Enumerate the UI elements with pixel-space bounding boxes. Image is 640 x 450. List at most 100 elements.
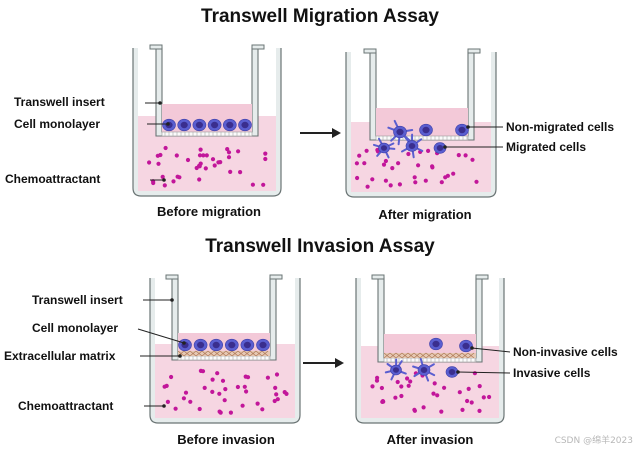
matrix-fiber (255, 350, 263, 357)
chemoattractant-dot (147, 160, 152, 165)
chemoattractant-dots (354, 147, 479, 189)
chemoattractant-dots (162, 368, 289, 415)
chemoattractant-dot (466, 386, 471, 391)
matrix-fiber (467, 352, 475, 359)
chemoattractant-dot (451, 171, 456, 176)
callout-cell-monolayer-tip (182, 341, 186, 345)
chemoattractant-dot (406, 383, 411, 388)
chemoattractant-dot (197, 153, 203, 158)
chemoattractant-dot (408, 379, 413, 384)
chemoattractant-dot (156, 161, 161, 166)
chemoattractant-dot (165, 399, 170, 404)
invasion-assay-title: Transwell Invasion Assay (205, 236, 435, 257)
chemoattractant-dot (202, 385, 207, 390)
callout-non-migrated-cells-tip (466, 125, 470, 129)
chemoattractant-dot (210, 377, 215, 382)
chemoattractant-dot (265, 375, 270, 380)
chemoattractant-dot (210, 389, 215, 394)
matrix-fiber (455, 352, 463, 359)
insert-rim (269, 274, 283, 280)
callout-cell-monolayer-tip (166, 122, 170, 126)
matrix-fiber (237, 350, 245, 357)
chemoattractant-dot (204, 153, 209, 158)
cell (412, 358, 436, 382)
chemoattractant-dot (228, 410, 233, 415)
chemoattractant-dot (217, 391, 222, 396)
membrane-strip (161, 131, 253, 137)
matrix-fiber (431, 352, 439, 359)
matrix-fiber (437, 352, 445, 359)
chemoattractant-dot (163, 145, 168, 151)
cell-nucleus (432, 340, 440, 348)
chemoattractant-dot (158, 152, 163, 158)
matrix-fiber (395, 352, 403, 359)
chemoattractant-dot (412, 407, 417, 412)
cell-nucleus (212, 341, 220, 349)
label-invasive-cells: Invasive cells (513, 366, 591, 380)
chemoattractant-dot (260, 407, 265, 412)
chemoattractant-dot (406, 151, 411, 157)
chemoattractant-dot (379, 385, 384, 391)
matrix-fiber (195, 350, 203, 357)
callout-invasive-cells (457, 371, 511, 374)
chemoattractant-dot (457, 390, 462, 395)
chemoattractant-dot (412, 175, 417, 180)
cell-nucleus (436, 145, 444, 151)
cell (455, 123, 469, 137)
chemoattractant-dot (390, 166, 395, 171)
caption-after-migration: After migration (378, 207, 471, 222)
matrix-band (178, 351, 270, 356)
cell (384, 358, 407, 381)
chemoattractant-dot (405, 376, 410, 381)
chemoattractant-dot (355, 175, 360, 181)
chemoattractant-dot (481, 395, 486, 400)
chemoattractant-dot (198, 161, 203, 166)
matrix-fiber (201, 350, 209, 357)
cell-nucleus (228, 341, 236, 349)
callout-extracellular-matrix-tip (178, 354, 182, 358)
process-arrow-invasion-head (335, 358, 344, 368)
chemoattractant-dots (370, 371, 492, 414)
chemoattractant-dot (226, 155, 232, 160)
chemoattractant-dot (364, 148, 369, 153)
cell-nucleus (462, 342, 470, 350)
chemoattractant-dot (472, 371, 477, 376)
chemoattractant-dot (174, 153, 179, 158)
insert-rim (149, 44, 163, 50)
chemoattractant-dot (477, 384, 482, 389)
chemoattractant-dot (238, 170, 243, 175)
matrix-fiber (383, 352, 391, 359)
cell (429, 337, 443, 351)
porous-membrane (383, 357, 477, 363)
insert-rim (251, 44, 265, 50)
chemoattractant-dot (282, 390, 287, 395)
chemoattractant-dot (197, 406, 202, 412)
chemoattractant-dot (430, 165, 435, 170)
matrix-band (384, 353, 476, 358)
insert-rim (475, 274, 489, 280)
chemoattractant-dot (397, 182, 402, 187)
insert-rim (363, 48, 377, 54)
chemoattractant-dot (188, 399, 193, 404)
matrix-fiber (213, 350, 221, 357)
callout-non-invasive-cells-tip (470, 346, 474, 350)
cell (193, 338, 208, 352)
chemoattractant-dot (399, 393, 404, 399)
matrix-fiber (407, 352, 415, 359)
chemoattractant-dot (416, 163, 421, 168)
cell (387, 119, 414, 146)
chemoattractant-dot (197, 177, 202, 182)
cell (223, 118, 237, 132)
migration-assay-title: Transwell Migration Assay (201, 6, 439, 27)
chemoattractant-dot (236, 149, 241, 154)
matrix-fiber (183, 350, 191, 357)
arrows-layer (300, 128, 344, 368)
chemoattractant-dot (383, 178, 388, 183)
chemoattractant-dot (171, 179, 176, 184)
chemoattractant-dot (273, 385, 278, 390)
cell (225, 338, 239, 352)
chemoattractant-dot (228, 169, 233, 174)
chemoattractant-dot (223, 387, 228, 392)
chemoattractant-dot (381, 162, 387, 167)
